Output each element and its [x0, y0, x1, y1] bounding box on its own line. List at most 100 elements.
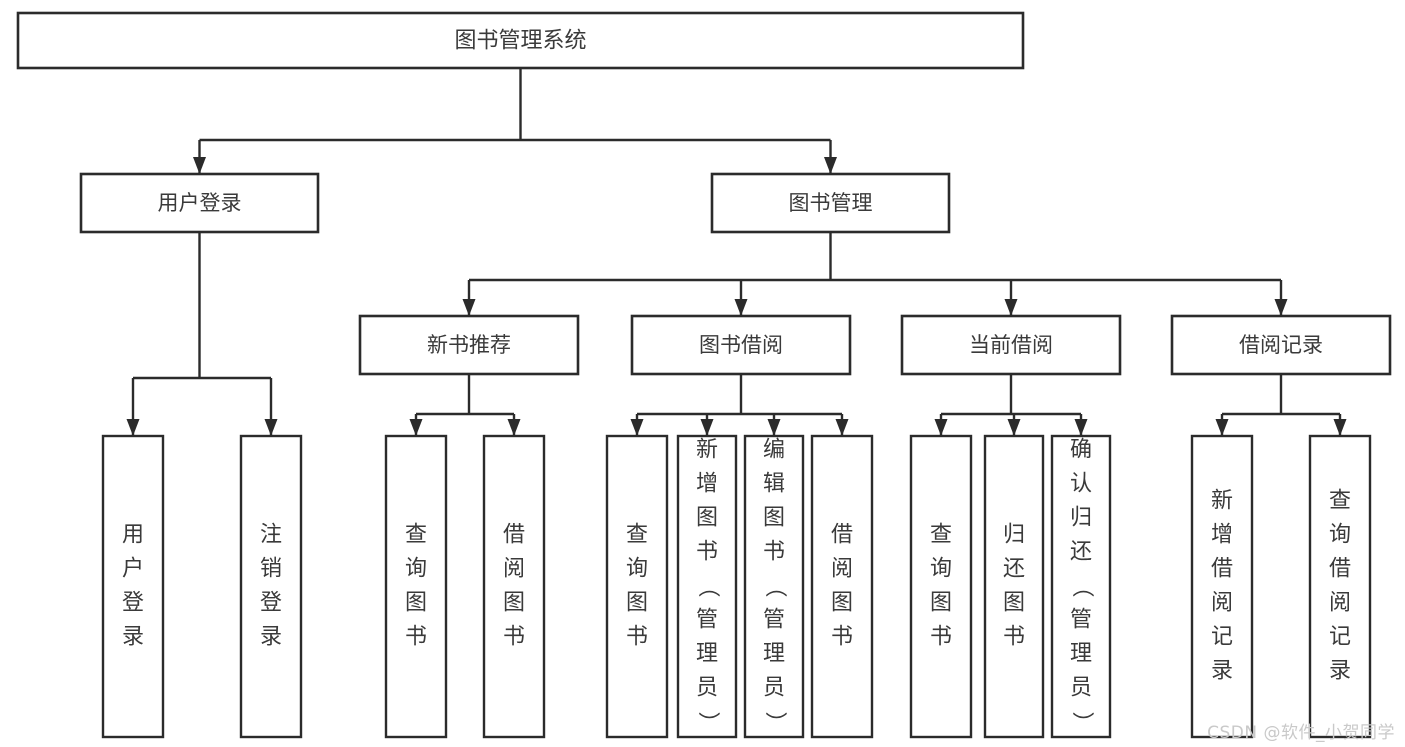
node-label-char: 编 [763, 438, 785, 463]
node-label-char: 询 [930, 557, 952, 582]
node-leaf-query-borrow-record[interactable]: 查询借阅记录查询借阅记录 [1308, 434, 1372, 739]
node-label-char: 阅 [1211, 591, 1233, 616]
node-label-char: 查 [930, 523, 952, 548]
node-leaf-user-login[interactable]: 用户登录用户登录 [101, 434, 165, 739]
node-box-leaf-user-login[interactable] [101, 434, 165, 739]
node-box-leaf-return-book[interactable] [983, 434, 1045, 739]
node-layer: 图书管理系统用户登录图书管理新书推荐图书借阅当前借阅借阅记录用户登录用户登录注销… [16, 11, 1392, 739]
node-root[interactable]: 图书管理系统 [16, 11, 1025, 70]
node-label-char: 借 [831, 523, 853, 548]
node-box-book-manage[interactable] [710, 172, 951, 234]
node-box-leaf-query-book-recommend[interactable] [384, 434, 448, 739]
node-label-char: 员 [1070, 676, 1092, 701]
node-label-user-login: 用户登录 [158, 191, 242, 215]
node-borrow-record[interactable]: 借阅记录 [1170, 314, 1392, 376]
node-label-char: 图 [696, 506, 718, 531]
node-label-char: 登 [260, 591, 282, 616]
node-box-leaf-add-borrow-record[interactable] [1190, 434, 1254, 739]
node-label-char: ） [695, 711, 720, 733]
node-box-leaf-borrow-book[interactable] [810, 434, 874, 739]
arrow-head-icon [1004, 299, 1018, 316]
node-label-char: 户 [122, 557, 144, 582]
node-box-user-login[interactable] [79, 172, 320, 234]
node-label-char: 借 [503, 523, 525, 548]
node-leaf-query-book-borrow[interactable]: 查询图书查询图书 [605, 434, 669, 739]
node-leaf-return-book[interactable]: 归还图书归还图书 [983, 434, 1045, 739]
node-box-leaf-add-book[interactable] [676, 434, 738, 739]
arrow-head-icon [462, 299, 476, 316]
node-label-char: 询 [626, 557, 648, 582]
node-label-char: 借 [1211, 557, 1233, 582]
node-box-leaf-query-book-borrow[interactable] [605, 434, 669, 739]
node-label-char: 图 [626, 591, 648, 616]
node-label-char: 新 [1211, 489, 1233, 514]
node-leaf-borrow-book-recommend[interactable]: 借阅图书借阅图书 [482, 434, 546, 739]
node-label-char: 归 [1070, 506, 1092, 531]
node-label-book-borrow: 图书借阅 [699, 333, 783, 357]
node-label-char: （ [695, 575, 720, 597]
node-label-char: 理 [1070, 642, 1092, 667]
node-box-leaf-confirm-return[interactable] [1050, 434, 1112, 739]
node-box-leaf-query-book-current[interactable] [909, 434, 973, 739]
node-box-book-borrow[interactable] [630, 314, 852, 376]
node-leaf-borrow-book[interactable]: 借阅图书借阅图书 [810, 434, 874, 739]
node-book-manage[interactable]: 图书管理 [710, 172, 951, 234]
node-label-char: 询 [1329, 523, 1351, 548]
node-leaf-query-book-current[interactable]: 查询图书查询图书 [909, 434, 973, 739]
node-label-char: 录 [1329, 659, 1351, 684]
node-new-book-recommend[interactable]: 新书推荐 [358, 314, 580, 376]
node-leaf-logout[interactable]: 注销登录注销登录 [239, 434, 303, 739]
node-label-borrow-record: 借阅记录 [1239, 333, 1323, 357]
node-current-borrow[interactable]: 当前借阅 [900, 314, 1122, 376]
node-box-borrow-record[interactable] [1170, 314, 1392, 376]
node-label-char: 用 [122, 523, 144, 548]
node-label-char: 录 [122, 625, 144, 650]
arrow-head-icon [630, 419, 644, 436]
arrow-head-icon [1215, 419, 1229, 436]
node-label-char: 书 [763, 540, 785, 565]
node-label-char: 员 [696, 676, 718, 701]
node-leaf-add-borrow-record[interactable]: 新增借阅记录新增借阅记录 [1190, 434, 1254, 739]
node-box-leaf-edit-book[interactable] [743, 434, 805, 739]
node-label-char: 认 [1070, 472, 1092, 497]
node-label-char: （ [762, 575, 787, 597]
node-box-leaf-query-borrow-record[interactable] [1308, 434, 1372, 739]
node-leaf-query-book-recommend[interactable]: 查询图书查询图书 [384, 434, 448, 739]
node-label-char: 辑 [763, 472, 785, 497]
node-label-char: 阅 [1329, 591, 1351, 616]
node-label-char: 书 [1003, 625, 1025, 650]
arrow-head-icon [507, 419, 521, 436]
node-label-char: 还 [1003, 557, 1025, 582]
node-box-current-borrow[interactable] [900, 314, 1122, 376]
node-label-char: （ [1069, 575, 1094, 597]
node-label-char: 询 [405, 557, 427, 582]
node-label-char: 阅 [831, 557, 853, 582]
node-label-char: 查 [405, 523, 427, 548]
node-user-login[interactable]: 用户登录 [79, 172, 320, 234]
node-label-char: 记 [1329, 625, 1351, 650]
node-label-char: 注 [260, 523, 282, 548]
node-box-new-book-recommend[interactable] [358, 314, 580, 376]
arrow-head-icon [1007, 419, 1021, 436]
node-label-char: 书 [696, 540, 718, 565]
node-label-char: 书 [831, 625, 853, 650]
node-box-root[interactable] [16, 11, 1025, 70]
node-label-char: 图 [405, 591, 427, 616]
node-label-char: 查 [1329, 489, 1351, 514]
arrow-head-icon [734, 299, 748, 316]
node-label-current-borrow: 当前借阅 [969, 333, 1053, 357]
node-label-char: 借 [1329, 557, 1351, 582]
node-book-borrow[interactable]: 图书借阅 [630, 314, 852, 376]
node-label-char: 还 [1070, 540, 1092, 565]
node-box-leaf-borrow-book-recommend[interactable] [482, 434, 546, 739]
node-label-char: 录 [1211, 659, 1233, 684]
node-label-char: 书 [930, 625, 952, 650]
node-box-leaf-logout[interactable] [239, 434, 303, 739]
node-label-char: 理 [763, 642, 785, 667]
connector-layer [126, 68, 1347, 436]
arrow-head-icon [126, 419, 140, 436]
